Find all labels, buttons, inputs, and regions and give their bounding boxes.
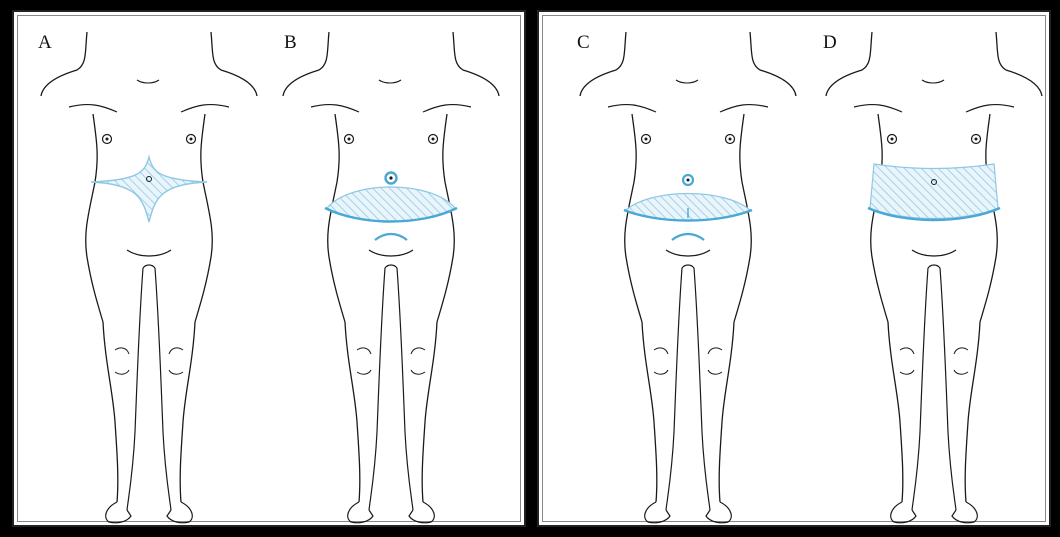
figure-c-body-illustration	[563, 12, 813, 522]
figure-d-circumferential-band	[870, 164, 998, 219]
figure-a-body-illustration	[24, 12, 274, 522]
figure-b-body-illustration	[266, 12, 516, 522]
panel-left: A B	[12, 10, 526, 527]
panel-right: C D	[537, 10, 1051, 527]
figure-a-star-excision	[91, 157, 207, 222]
figure-d-body-illustration	[809, 12, 1059, 522]
